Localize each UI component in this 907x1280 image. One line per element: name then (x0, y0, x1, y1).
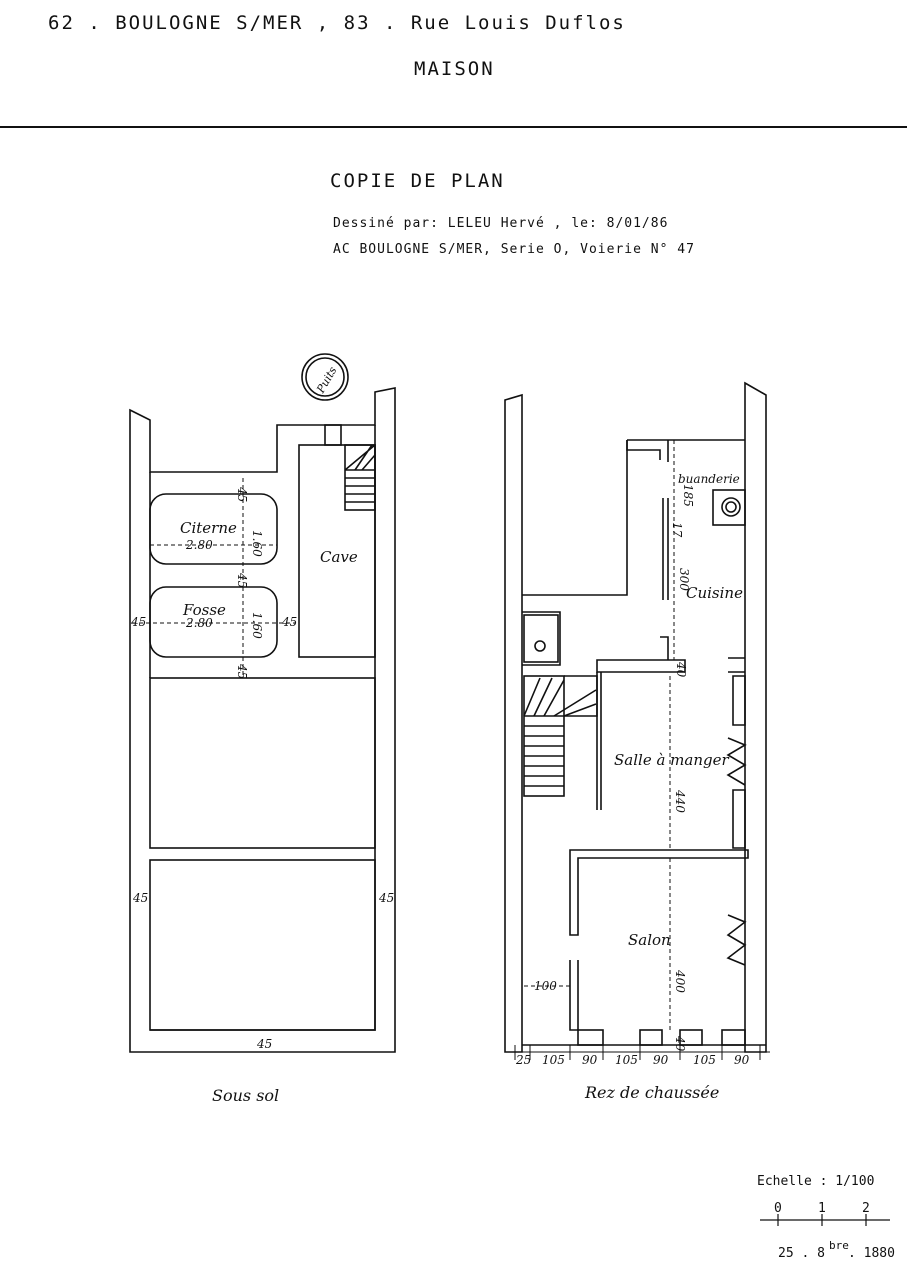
dim-400: 400 (673, 969, 687, 993)
ground-floor-plan (504, 381, 770, 1060)
label-citerne: Citerne (180, 519, 237, 537)
label-buanderie: buanderie (678, 472, 740, 486)
basement-stairs (344, 444, 376, 511)
drawn-by: Dessiné par: LELEU Hervé , le: 8/01/86 (333, 216, 669, 231)
label-cuisine: Cuisine (686, 584, 743, 602)
dim-citerne-w: 2.80 (185, 538, 213, 552)
bottom-dim-7: 90 (734, 1053, 750, 1067)
label-salle: Salle à manger (614, 751, 729, 769)
dim-fosse-h: 1.60 (250, 612, 264, 639)
doc-title: COPIE DE PLAN (330, 170, 505, 192)
dim-17: 17 (670, 522, 684, 538)
dim-45-d: 45 (130, 615, 146, 629)
basement-room-1 (149, 677, 376, 849)
citerne-tank (149, 493, 278, 565)
label-salon: Salon (628, 931, 671, 949)
scale-bar (760, 1214, 890, 1226)
dim-440: 440 (673, 789, 687, 813)
dim-45-h: 45 (256, 1037, 272, 1051)
dim-40-a: 40 (674, 661, 688, 678)
dim-citerne-h: 1.60 (250, 530, 264, 557)
bottom-dim-5: 90 (653, 1053, 669, 1067)
dim-300: 300 (677, 568, 691, 591)
dim-45-b: 45 (235, 572, 249, 588)
dim-40-b: 40 (673, 1035, 687, 1052)
dim-fosse-w: 2.80 (185, 616, 213, 630)
dim-45-a: 45 (235, 486, 249, 502)
scale-tick-1: 1 (818, 1201, 826, 1216)
dim-45-g: 45 (378, 891, 394, 905)
bottom-dim-3: 90 (582, 1053, 598, 1067)
basement-outer-wall (129, 387, 396, 1053)
bottom-dim-1: 25 (515, 1053, 531, 1067)
scale-label: Echelle : 1/100 (757, 1174, 874, 1189)
date-year: . 1880 (848, 1246, 895, 1261)
puits-seal-text: Puits (314, 364, 340, 396)
dim-185: 185 (681, 484, 695, 507)
scale-tick-0: 0 (774, 1201, 782, 1216)
bottom-dim-6: 105 (693, 1053, 716, 1067)
archive-source: AC BOULOGNE S/MER, Serie O, Voierie N° 4… (333, 242, 695, 257)
dim-45-f: 45 (132, 891, 148, 905)
address-line: 62 . BOULOGNE S/MER , 83 . Rue Louis Duf… (48, 12, 626, 34)
salon-wall (569, 849, 749, 936)
dim-45-e: 45 (281, 615, 297, 629)
scale-tick-2: 2 (862, 1201, 870, 1216)
basement-plan (129, 353, 396, 1053)
bottom-dim-4: 105 (615, 1053, 638, 1067)
label-fosse: Fosse (182, 601, 226, 619)
date-sup: bre (829, 1239, 849, 1252)
dim-45-c: 45 (235, 663, 249, 679)
caption-rez: Rez de chaussée (584, 1083, 719, 1102)
header-rule (0, 126, 907, 128)
basement-room-2 (149, 859, 376, 1031)
bottom-dim-2: 105 (542, 1053, 565, 1067)
dim-100: 100 (534, 979, 557, 993)
gf-right-wall (744, 381, 767, 1053)
fosse-tank (149, 586, 278, 658)
gf-left-wall (504, 393, 523, 1053)
caption-sous-sol: Sous sol (212, 1086, 279, 1105)
building-type: MAISON (414, 58, 495, 80)
label-cave: Cave (320, 548, 358, 566)
date-day: 25 . 8 (778, 1246, 825, 1261)
puits-seal (301, 353, 349, 401)
gf-stairs (523, 675, 598, 797)
